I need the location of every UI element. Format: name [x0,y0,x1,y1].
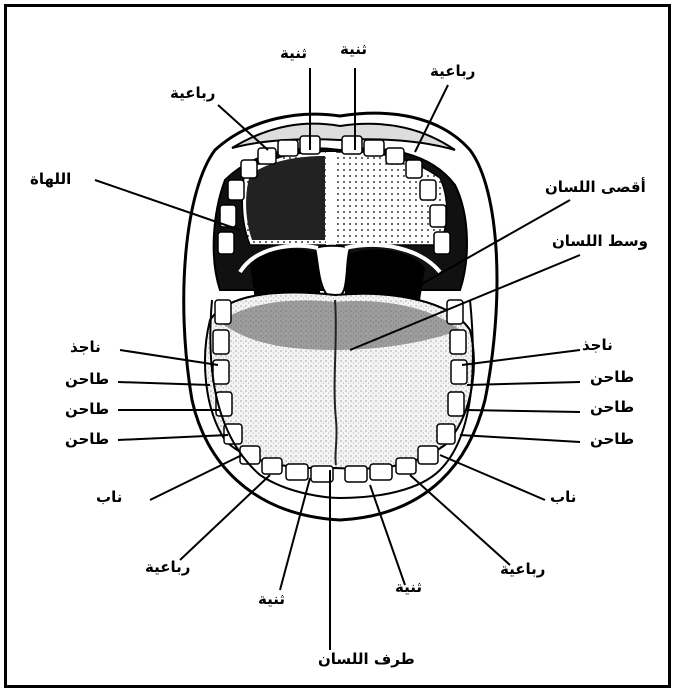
label-lower-incisor-right: ثنية [395,580,422,595]
label-left-molar-1: طاحن [65,372,109,387]
label-lower-incisor-left: ثنية [258,592,285,607]
label-tongue-tip: طرف اللسان [318,652,415,667]
label-left-molar-3: طاحن [65,432,109,447]
label-upper-incisor-right: ثنية [340,42,367,57]
label-upper-lateral-right: رباعية [430,64,475,79]
label-lower-lateral-left: رباعية [145,560,190,575]
label-left-premolar: ناجذ [70,340,101,355]
palate-median-line [326,152,336,247]
label-upper-incisor-left: ثنية [280,46,307,61]
label-lower-lateral-right: رباعية [500,562,545,577]
label-right-molar-3: طاحن [590,432,634,447]
label-uvula: اللهاة [30,172,71,187]
label-right-premolar: ناجذ [582,338,613,353]
label-left-molar-2: طاحن [65,402,109,417]
label-tongue-middle: وسط اللسان [552,234,648,249]
label-right-molar-2: طاحن [590,400,634,415]
label-left-canine: ناب [96,490,122,505]
label-right-molar-1: طاحن [590,370,634,385]
label-tongue-back: أقصى اللسان [545,180,646,195]
label-right-canine: ناب [550,490,576,505]
label-upper-lateral-left: رباعية [170,86,215,101]
